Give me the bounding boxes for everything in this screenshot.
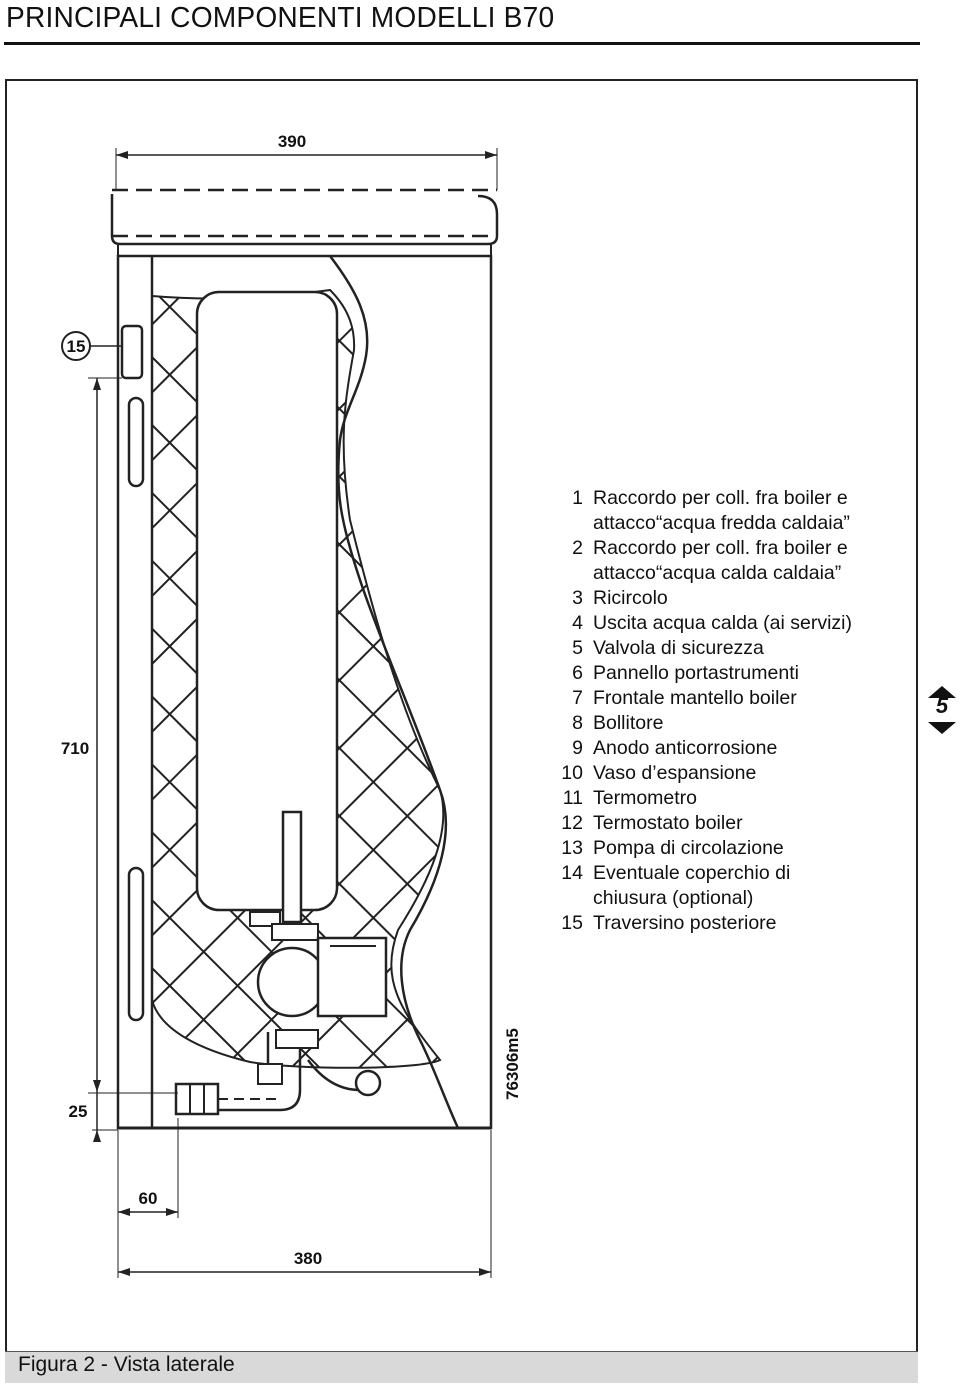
- title-rule: [4, 42, 920, 45]
- dim-label-390: 390: [278, 132, 306, 151]
- page-title: PRINCIPALI COMPONENTI MODELLI B70: [6, 2, 555, 34]
- dim-label-710: 710: [61, 739, 89, 758]
- casing: [116, 254, 493, 1130]
- cutaway-edge: [329, 255, 460, 1129]
- dimension-bottom: 60 380: [117, 1118, 492, 1278]
- dim-label-380: 380: [294, 1249, 322, 1268]
- dimension-width-top: 390: [115, 132, 498, 190]
- svg-text:15: 15: [67, 337, 86, 356]
- dim-label-60: 60: [139, 1189, 158, 1208]
- boiler-tank: [195, 290, 339, 912]
- top-cover: [110, 188, 499, 256]
- drawing-code: 76306m5: [503, 1028, 522, 1100]
- dimension-height-side: 710 25: [61, 377, 178, 1142]
- side-slots: [120, 324, 145, 1022]
- callout-15: 15: [61, 331, 122, 361]
- dim-label-25: 25: [69, 1102, 88, 1121]
- page-tab-arrows-icon: [928, 686, 956, 734]
- caption-bar: [5, 1351, 918, 1383]
- figure-caption: Figura 2 - Vista laterale: [18, 1353, 235, 1376]
- page-number: 5: [935, 693, 949, 718]
- pump-and-piping: [174, 810, 388, 1116]
